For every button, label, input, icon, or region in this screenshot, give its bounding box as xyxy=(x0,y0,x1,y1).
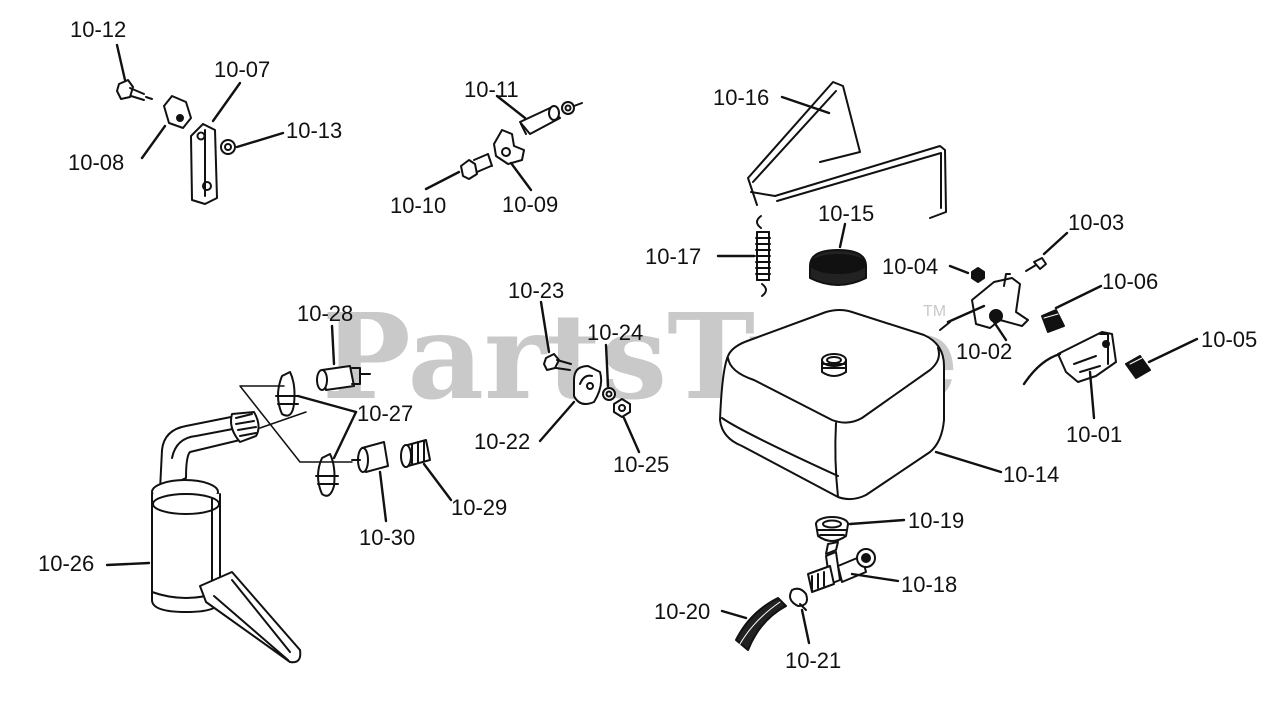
label-10-04: 10-04 xyxy=(882,254,938,279)
bushing-10-19-drawing xyxy=(815,516,849,542)
watermark-trademark: TM xyxy=(923,303,946,320)
label-10-10: 10-10 xyxy=(390,193,446,218)
leader-10-24 xyxy=(604,343,610,388)
leader-10-27 xyxy=(296,394,358,414)
leader-10-05 xyxy=(1147,337,1199,364)
spacer-10-11-drawing xyxy=(519,105,561,135)
leader-10-15 xyxy=(838,222,847,249)
nut-10-13-drawing xyxy=(220,139,236,155)
label-10-24: 10-24 xyxy=(587,320,643,345)
label-10-01: 10-01 xyxy=(1066,422,1122,447)
label-10-08: 10-08 xyxy=(68,150,124,175)
label-10-30: 10-30 xyxy=(359,525,415,550)
label-10-27: 10-27 xyxy=(357,401,413,426)
spring-10-17-drawing xyxy=(755,215,771,297)
leader-10-03 xyxy=(1042,231,1069,256)
wire-bracket-10-16-drawing xyxy=(747,81,947,219)
label-10-29: 10-29 xyxy=(451,495,507,520)
screw-10-03-drawing xyxy=(1025,257,1047,272)
strap-10-07-drawing xyxy=(190,123,218,205)
leader-10-13 xyxy=(235,131,285,149)
clamp-10-09-drawing xyxy=(493,129,525,165)
control-lever-10-02-drawing xyxy=(939,273,1029,331)
label-10-11: 10-11 xyxy=(464,77,519,102)
label-10-22: 10-22 xyxy=(474,429,530,454)
fuel-line-10-20-drawing xyxy=(735,597,787,651)
leader-10-10 xyxy=(424,170,461,191)
hose-clamp-10-21-drawing xyxy=(789,587,808,611)
fuel-tank-10-14-drawing xyxy=(719,309,945,501)
knob-10-05-drawing xyxy=(1125,355,1151,379)
leader-10-22 xyxy=(538,400,576,443)
muffler-10-26-drawing xyxy=(151,411,302,664)
label-10-20: 10-20 xyxy=(654,599,710,624)
leader-10-16 xyxy=(780,95,831,115)
valve-10-18-drawing xyxy=(807,541,876,593)
choke-lever-10-01-drawing xyxy=(1022,331,1117,386)
leader-10-21 xyxy=(800,608,811,645)
label-10-21: 10-21 xyxy=(785,648,841,673)
label-10-25: 10-25 xyxy=(613,452,669,477)
leader-10-14 xyxy=(934,450,1003,474)
leader-10-19 xyxy=(848,518,906,526)
leader-10-04 xyxy=(948,264,970,275)
leader-10-09 xyxy=(509,161,533,192)
label-10-13: 10-13 xyxy=(286,118,342,143)
leader-10-11 xyxy=(495,94,527,120)
screw-10-10-drawing xyxy=(460,153,493,180)
coupling-10-30-drawing xyxy=(351,441,389,473)
clamps-10-27-drawing xyxy=(275,371,339,497)
clamp-10-22-drawing xyxy=(573,365,603,405)
leader-10-12 xyxy=(115,43,127,82)
leader-10-06 xyxy=(1054,284,1103,310)
leader-10-07 xyxy=(211,81,242,123)
clip-10-08-drawing xyxy=(163,95,192,129)
leader-10-20 xyxy=(720,609,748,620)
leader-10-30 xyxy=(378,470,388,523)
label-10-28: 10-28 xyxy=(297,301,353,326)
deflector-10-29-drawing xyxy=(400,439,431,468)
label-10-02: 10-02 xyxy=(956,339,1012,364)
label-10-17: 10-17 xyxy=(645,244,701,269)
label-10-09: 10-09 xyxy=(502,192,558,217)
leader-10-27-b xyxy=(332,410,358,460)
label-10-19: 10-19 xyxy=(908,508,964,533)
label-10-07: 10-07 xyxy=(214,57,270,82)
leader-10-01 xyxy=(1088,370,1096,420)
knob-10-06-drawing xyxy=(1041,309,1065,333)
leader-10-02 xyxy=(992,320,1008,342)
label-10-14: 10-14 xyxy=(1003,462,1059,487)
label-10-12: 10-12 xyxy=(70,17,126,42)
washer-10-24-drawing xyxy=(602,387,616,401)
leader-10-18 xyxy=(850,572,900,583)
label-10-03: 10-03 xyxy=(1068,210,1124,235)
label-10-18: 10-18 xyxy=(901,572,957,597)
label-10-05: 10-05 xyxy=(1201,327,1257,352)
nut-10-04-drawing xyxy=(971,267,985,283)
bolt-10-23-drawing xyxy=(543,353,572,371)
leader-10-23 xyxy=(539,300,551,354)
label-10-15: 10-15 xyxy=(818,201,874,226)
nipple-10-28-drawing xyxy=(316,365,371,391)
label-10-06: 10-06 xyxy=(1102,269,1158,294)
leader-10-26 xyxy=(105,561,151,567)
leader-10-29 xyxy=(422,462,453,502)
leader-10-28 xyxy=(330,324,336,366)
washer-10-11-drawing xyxy=(561,101,583,115)
label-10-23: 10-23 xyxy=(508,278,564,303)
label-10-26: 10-26 xyxy=(38,551,94,576)
nut-10-25-drawing xyxy=(613,398,631,418)
fuel-cap-10-15-drawing xyxy=(809,249,867,289)
bolt-10-12-drawing xyxy=(116,79,153,101)
leader-10-25 xyxy=(622,416,641,454)
label-10-16: 10-16 xyxy=(713,85,769,110)
leader-10-08 xyxy=(140,124,167,160)
